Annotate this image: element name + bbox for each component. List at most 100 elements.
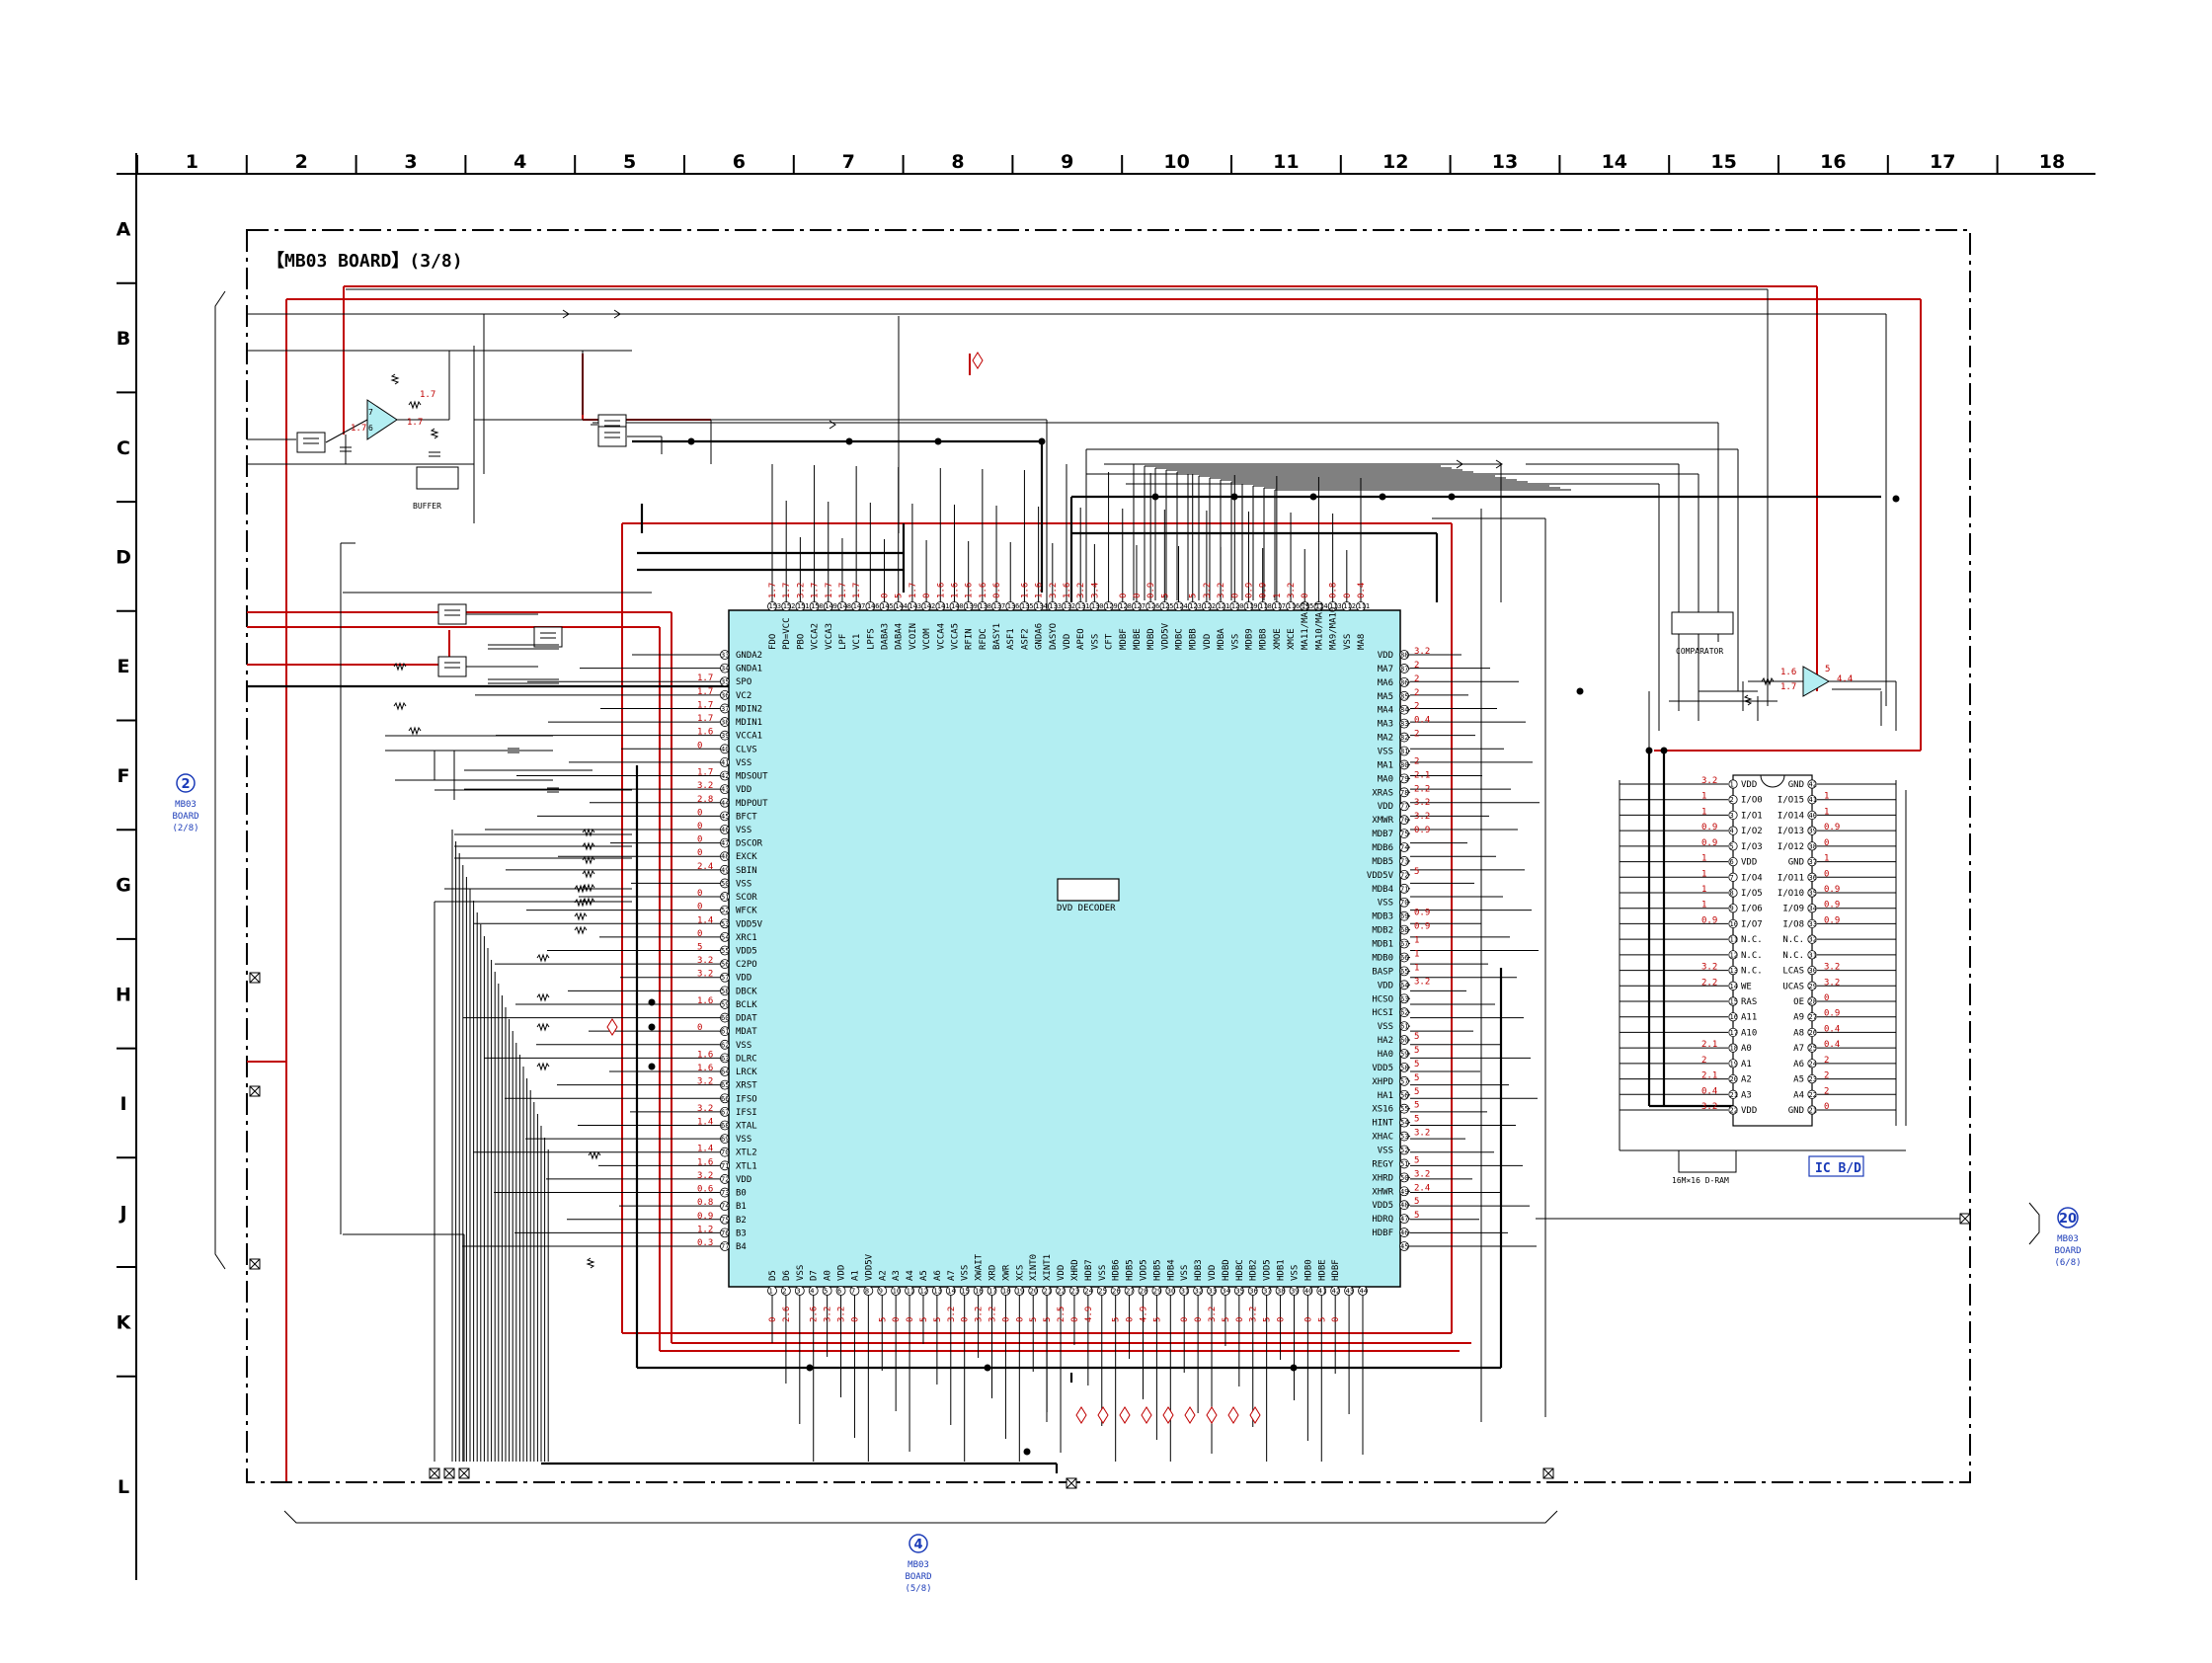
ic-right-pin-name: MA4 [1378,706,1393,716]
dram-left-pin-volt: 1 [1701,807,1706,817]
ic-bottom-pin-volt: 0 [1126,1317,1136,1322]
dram-right-pin-volt: 2 [1824,1056,1829,1066]
ic-top-pin-name: XMCE [1287,628,1297,650]
dram-right-pin-num: 39 [1809,828,1817,835]
ic-left-pin-volt: 0.3 [697,1238,713,1248]
ic-left-pin-name: VDD5V [736,919,763,929]
ic-bottom-pin-num: 35 [1235,1288,1243,1296]
ic-right-pin-name: HDBF [1372,1228,1393,1238]
ic-top-pin-num: 130 [1091,602,1104,610]
dram-left-pin-num: 3 [1730,812,1734,820]
ic-left-pin-num: 53 [721,920,729,928]
ic-top-pin-num: 118 [1259,602,1272,610]
dram-right-pin-name: A7 [1793,1044,1804,1054]
ic-right-pin-num: 61 [1400,1023,1408,1031]
svg-text:BOARD: BOARD [905,1572,931,1582]
ic-left-pin-volt: 3.2 [697,970,713,980]
dram-left-pin-num: 1 [1730,781,1734,789]
ic-bottom-pin-name: VDD [837,1265,847,1281]
ic-left-pin-volt: 1.4 [697,1117,713,1127]
ic-right-pin-volt: 5 [1414,1087,1419,1097]
ic-top-pin-volt: 0.8 [1329,583,1339,598]
ic-right-pin-num: 70 [1400,899,1408,907]
ic-bottom-pin-num: 32 [1195,1288,1203,1296]
dram-right-pin-volt: 3.2 [1824,963,1840,973]
ic-bottom-pin-num: 38 [1277,1288,1285,1296]
ic-bottom-pin-num: 28 [1140,1288,1147,1296]
ic-bottom-pin-volt: 5 [1317,1317,1327,1322]
ic-top-pin-num: 153 [769,602,782,610]
dram-right-pin-name: A4 [1793,1090,1804,1100]
ic-bottom-pin-name: XINT0 [1029,1254,1039,1281]
ic-right-pin-name: MDB1 [1372,940,1393,950]
ic-right-pin-num: 81 [1400,748,1408,755]
ic-bottom-pin-name: HDBF [1331,1259,1341,1281]
dram-left-pin-name: A0 [1741,1044,1752,1054]
ic-bottom-pin-volt: 0 [1001,1317,1011,1322]
ic-left-pin-num: 46 [721,826,729,833]
ic-top-pin-volt: 1.7 [908,583,918,598]
ic-bottom-pin-name: XHRD [1070,1259,1080,1281]
ic-bottom-pin-volt: 0 [1015,1317,1025,1322]
dram-right-pin-num: 34 [1809,905,1817,912]
ic-left-pin-num: 60 [721,1014,729,1022]
ic-top-pin-volt: 1.6 [1020,583,1030,598]
dram-label-box [1678,1149,1737,1173]
grid-row-label: D [116,546,131,568]
ic-top-pin-name: MA10/MA11 [1314,601,1324,650]
dram-right-pin-num: 36 [1809,874,1817,882]
ic-bottom-pin-volt: 0 [906,1317,915,1322]
dram-left-pin-num: 14 [1730,983,1738,990]
ic-bottom-pin-name: HDBE [1317,1259,1327,1281]
ic-left-pin-name: VC2 [736,691,751,701]
ic-bottom-pin-num: 13 [933,1288,941,1296]
ic-bottom-pin-volt: 0 [1277,1317,1287,1322]
ic-top-pin-volt: 1.6 [1035,583,1045,598]
ic-right-pin-volt: 2.4 [1414,1183,1430,1193]
ic-bottom-pin-volt: 3.2 [1249,1307,1259,1322]
ic-right-pin-num: 68 [1400,926,1408,934]
ic-right-pin-name: HINT [1372,1119,1393,1129]
ic-left-pin-num: 47 [721,839,729,847]
ic-right-pin-volt: 3.2 [1414,1169,1430,1179]
ic-left-pin-num: 64 [721,1069,729,1076]
ic-left-pin-name: SCOR [736,893,757,903]
ic-left-pin-name: LRCK [736,1068,757,1077]
ic-top-pin-volt: 3.2 [1049,583,1059,598]
ic-right-pin-name: VDD [1378,651,1393,661]
ic-right-pin-name: VDD5V [1367,871,1394,881]
dram-right-pin-volt: 0.9 [1824,915,1840,925]
ic-top-pin-name: VCCA3 [825,623,834,650]
opamp-left-pin-7: 7 [368,408,373,417]
ic-top-pin-num: 127 [1133,602,1146,610]
ic-bottom-pin-num: 3 [796,1288,800,1296]
ic-bottom-pin-name: A0 [824,1270,833,1281]
dram-left-pin-num: 21 [1730,1091,1738,1099]
ic-right-pin-num: 48 [1400,1202,1408,1210]
ic-right-pin-name: HCSI [1372,1008,1393,1018]
ic-right-pin-num: 77 [1400,803,1408,811]
ic-top-pin-name: VCCA2 [811,623,821,650]
ic-right-pin-num: 64 [1400,982,1408,990]
dram-left-pin-num: 2 [1730,796,1734,804]
ic-left-pin-volt: 0.9 [697,1212,713,1222]
ic-top-pin-name: MDBB [1189,628,1199,650]
opamp-left-volt-1: 1.7 [420,390,435,400]
ic-left-pin-name: EXCK [736,852,757,862]
ic-left-pin-volt: 0 [697,848,702,858]
dram-left-pin-num: 15 [1730,998,1738,1006]
ic-top-pin-volt: 1.6 [979,583,988,598]
ic-top-pin-volt: 3.4 [1090,583,1100,598]
ic-bottom-pin-volt: 5 [1263,1317,1273,1322]
svg-text:MB03: MB03 [908,1560,929,1570]
grid-col-label: 14 [1602,151,1627,173]
ic-top-pin-name: ASF1 [1006,628,1016,650]
ic-right-pin-name: VSS [1378,1022,1393,1032]
buffer-label: BUFFER [413,502,441,511]
ic-top-pin-num: 142 [923,602,936,610]
ic-left-pin-num: 34 [721,665,729,673]
dram-right-pin-num: 33 [1809,920,1817,928]
dram-left-pin-volt: 1 [1701,901,1706,911]
buffer-opamp: BUFFER 1.7 1.7 1.7 7 6 [351,390,459,511]
